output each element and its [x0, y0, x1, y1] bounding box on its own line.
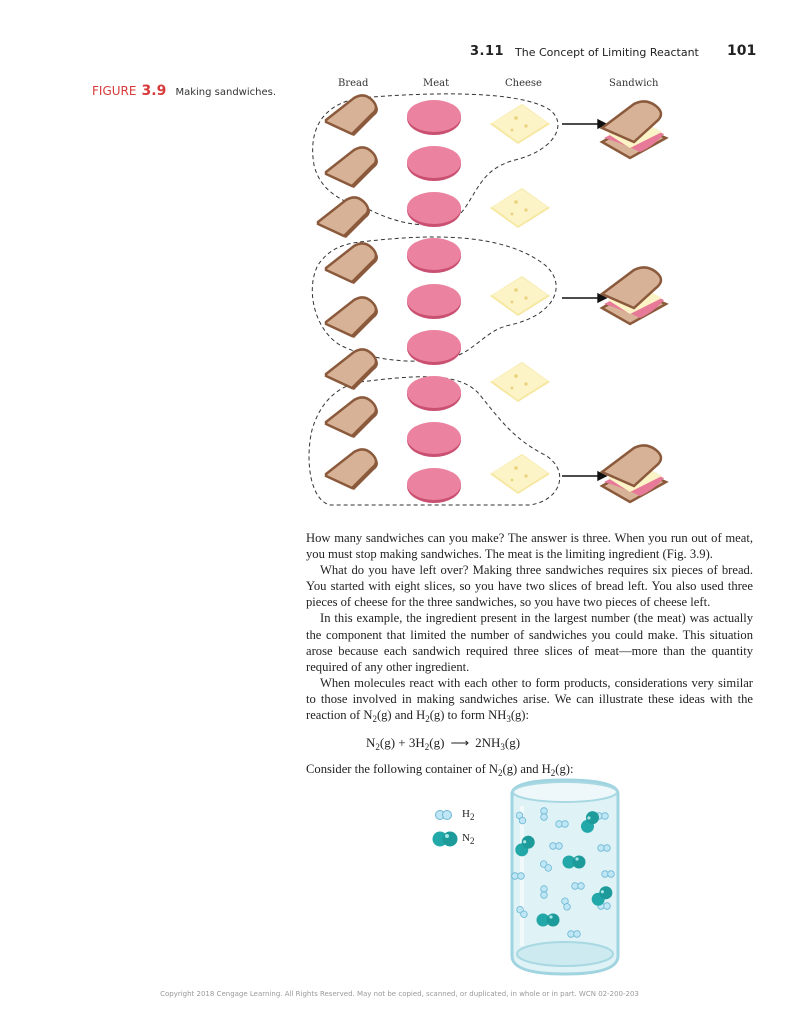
section-number: 3.11 — [470, 44, 505, 59]
gas-container — [510, 778, 620, 976]
copyright-footer: Copyright 2018 Cengage Learning. All Rig… — [160, 990, 639, 998]
n2-molecule-icon — [432, 831, 458, 847]
figure-number: 3.9 — [141, 83, 167, 99]
body-text: How many sandwiches can you make? The an… — [306, 530, 753, 781]
figure-caption: FIGURE 3.9 Making sandwiches. — [92, 80, 276, 99]
column-header-cheese: Cheese — [505, 78, 542, 89]
column-header-meat: Meat — [423, 78, 450, 89]
running-header: 3.11 The Concept of Limiting Reactant 10… — [0, 42, 799, 62]
chemical-equation: N2(g) + 3H2(g)⟶2NH3(g) — [366, 735, 521, 753]
sandwich-figure — [308, 93, 668, 506]
column-header-bread: Bread — [338, 78, 369, 89]
paragraph-2: What do you have left over? Making three… — [306, 563, 753, 610]
paragraph-5: Consider the following container of N2(g… — [306, 762, 574, 779]
column-header-sandwich: Sandwich — [609, 78, 659, 89]
figure-label: FIGURE — [92, 84, 137, 98]
group-outline-3 — [308, 376, 561, 506]
group-outline-1 — [312, 93, 559, 226]
paragraph-1: How many sandwiches can you make? The an… — [306, 531, 753, 562]
page-number: 101 — [727, 43, 757, 59]
paragraph-3: In this example, the ingredient present … — [306, 611, 753, 674]
figure-caption-text: Making sandwiches. — [175, 87, 276, 98]
section-title: The Concept of Limiting Reactant — [515, 46, 699, 59]
paragraph-4: When molecules react with each other to … — [306, 675, 753, 725]
h2-molecule-icon — [435, 810, 452, 820]
